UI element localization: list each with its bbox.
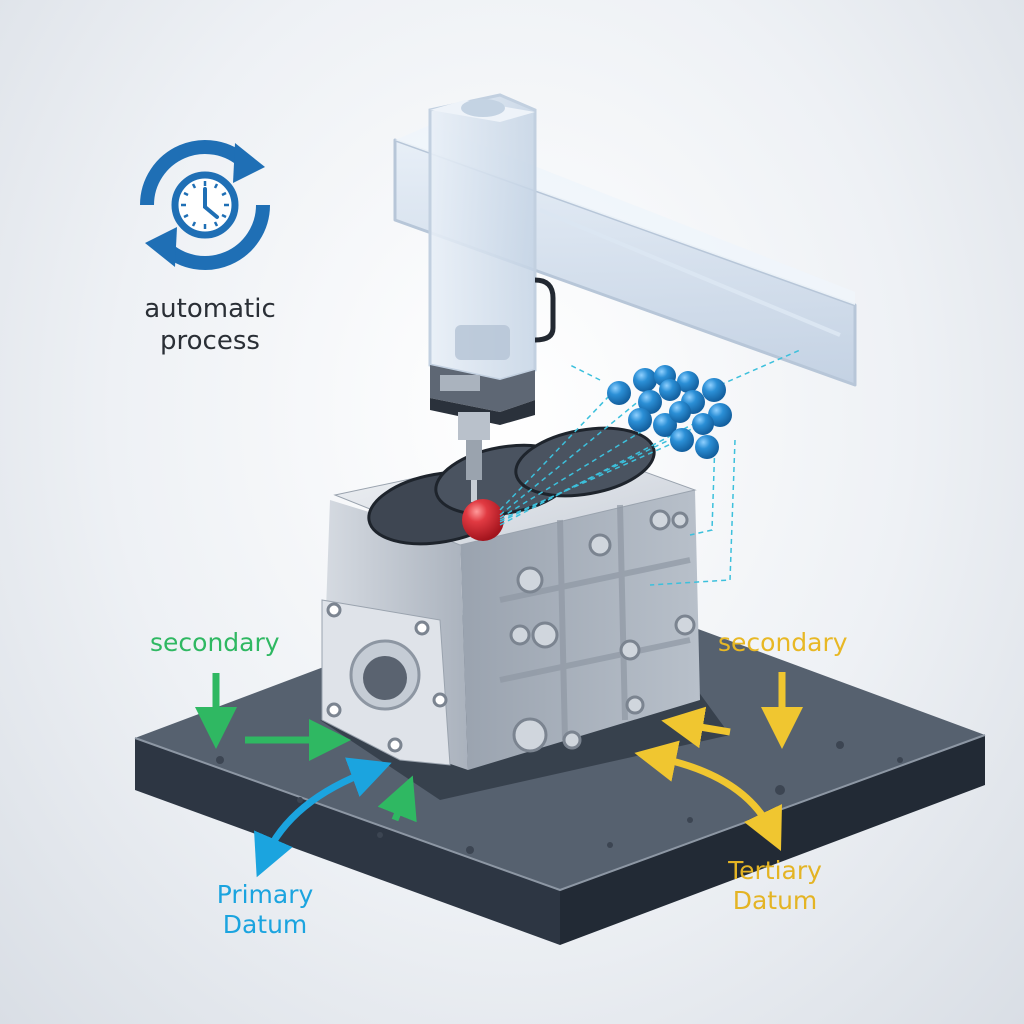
- cmm-gantry: [393, 93, 857, 541]
- primary-datum-arrow: [254, 757, 392, 878]
- secondary-left-arrows: [195, 673, 417, 823]
- secondary-right-arrows: [661, 672, 803, 749]
- tertiary-datum-label: Tertiary Datum: [715, 856, 835, 916]
- scan-lines: [499, 349, 801, 586]
- secondary-datum-right-label: secondary: [718, 628, 848, 657]
- point-cloud: [607, 365, 732, 459]
- tertiary-datum-line2: Datum: [732, 886, 818, 915]
- primary-datum-line1: Primary: [216, 880, 314, 909]
- probe-tip-ball: [462, 499, 504, 541]
- tertiary-datum-line1: Tertiary: [728, 856, 822, 885]
- automatic-process-label: automatic process: [110, 293, 310, 357]
- automatic-process-line1: automatic: [144, 294, 276, 324]
- tertiary-datum-arrow: [634, 740, 782, 851]
- primary-datum-line2: Datum: [222, 910, 308, 939]
- clock-with-cycle-arrows-icon: [140, 140, 270, 270]
- secondary-datum-left-label: secondary: [150, 628, 280, 657]
- primary-datum-label: Primary Datum: [205, 880, 325, 940]
- automatic-process-line2: process: [160, 326, 260, 356]
- engine-block: [321, 426, 700, 770]
